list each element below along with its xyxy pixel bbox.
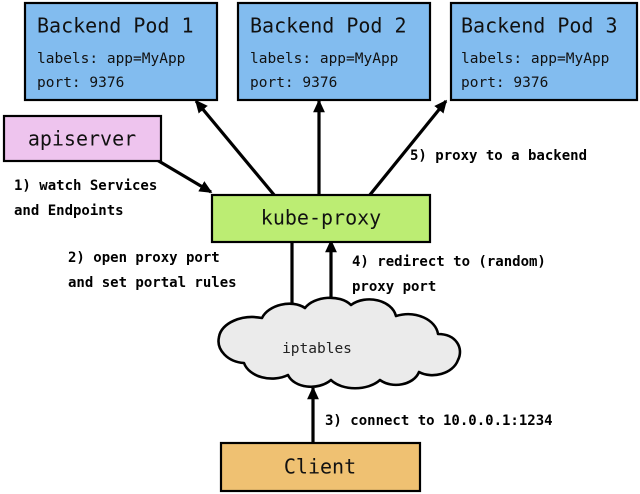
edge-label-open-proxy-port-line1: 2) open proxy port bbox=[68, 250, 220, 266]
edge-label-open-proxy-port: 2) open proxy port and set portal rules bbox=[68, 250, 237, 291]
apiserver-node: apiserver bbox=[2, 114, 163, 163]
edge-label-watch-services: 1) watch Services and Endpoints bbox=[14, 178, 157, 219]
edge-label-redirect-proxy-port: 4) redirect to (random) proxy port bbox=[352, 254, 546, 295]
backend-pod-3-labels: labels: app=MyApp bbox=[461, 51, 609, 67]
backend-pod-2-port: port: 9376 bbox=[250, 75, 337, 91]
edge-label-watch-services-line1: 1) watch Services bbox=[14, 178, 157, 194]
edge-label-connect-to-vip: 3) connect to 10.0.0.1:1234 bbox=[325, 413, 553, 429]
iptables-label: iptables bbox=[282, 341, 352, 357]
edge-label-watch-services-line2: and Endpoints bbox=[14, 203, 124, 219]
edge-label-redirect-proxy-port-line2: proxy port bbox=[352, 279, 436, 295]
backend-pod-1-box bbox=[23, 1, 219, 102]
edge-label-proxy-to-backend-line1: 5) proxy to a backend bbox=[410, 148, 587, 164]
iptables-cloud-shape bbox=[217, 296, 462, 390]
apiserver-label: apiserver bbox=[28, 127, 136, 151]
client-label: Client bbox=[284, 455, 356, 479]
edge-kubeproxy-to-pod3 bbox=[367, 99, 448, 198]
edge-label-proxy-to-backend: 5) proxy to a backend bbox=[410, 148, 587, 164]
edge-label-connect-to-vip-line1: 3) connect to 10.0.0.1:1234 bbox=[325, 413, 553, 429]
edge-label-redirect-proxy-port-line1: 4) redirect to (random) bbox=[352, 254, 546, 270]
kube-proxy-label: kube-proxy bbox=[261, 206, 381, 230]
client-box bbox=[219, 441, 422, 493]
backend-pod-1: Backend Pod 1 labels: app=MyApp port: 93… bbox=[23, 1, 219, 102]
kube-proxy-node: kube-proxy bbox=[210, 193, 432, 244]
backend-pod-1-port: port: 9376 bbox=[37, 75, 124, 91]
client-node: Client bbox=[219, 441, 422, 493]
backend-pod-2-labels: labels: app=MyApp bbox=[250, 51, 398, 67]
edge-kubeproxy-to-pod1 bbox=[194, 99, 277, 198]
backend-pod-1-labels: labels: app=MyApp bbox=[37, 51, 185, 67]
backend-pod-2-title: Backend Pod 2 bbox=[250, 14, 407, 38]
apiserver-box bbox=[2, 114, 163, 163]
iptables-cloud: iptables bbox=[217, 296, 462, 390]
backend-pod-1-title: Backend Pod 1 bbox=[37, 14, 194, 38]
backend-pod-3-port: port: 9376 bbox=[461, 75, 548, 91]
backend-pod-2: Backend Pod 2 labels: app=MyApp port: 93… bbox=[236, 1, 432, 102]
edge-apiserver-to-kubeproxy bbox=[156, 158, 213, 194]
backend-pod-3-title: Backend Pod 3 bbox=[461, 14, 618, 38]
kube-proxy-box bbox=[210, 193, 432, 244]
backend-pod-3-box bbox=[449, 1, 639, 102]
backend-pod-2-box bbox=[236, 1, 432, 102]
backend-pod-3: Backend Pod 3 labels: app=MyApp port: 93… bbox=[449, 1, 639, 102]
edge-label-open-proxy-port-line2: and set portal rules bbox=[68, 275, 237, 291]
